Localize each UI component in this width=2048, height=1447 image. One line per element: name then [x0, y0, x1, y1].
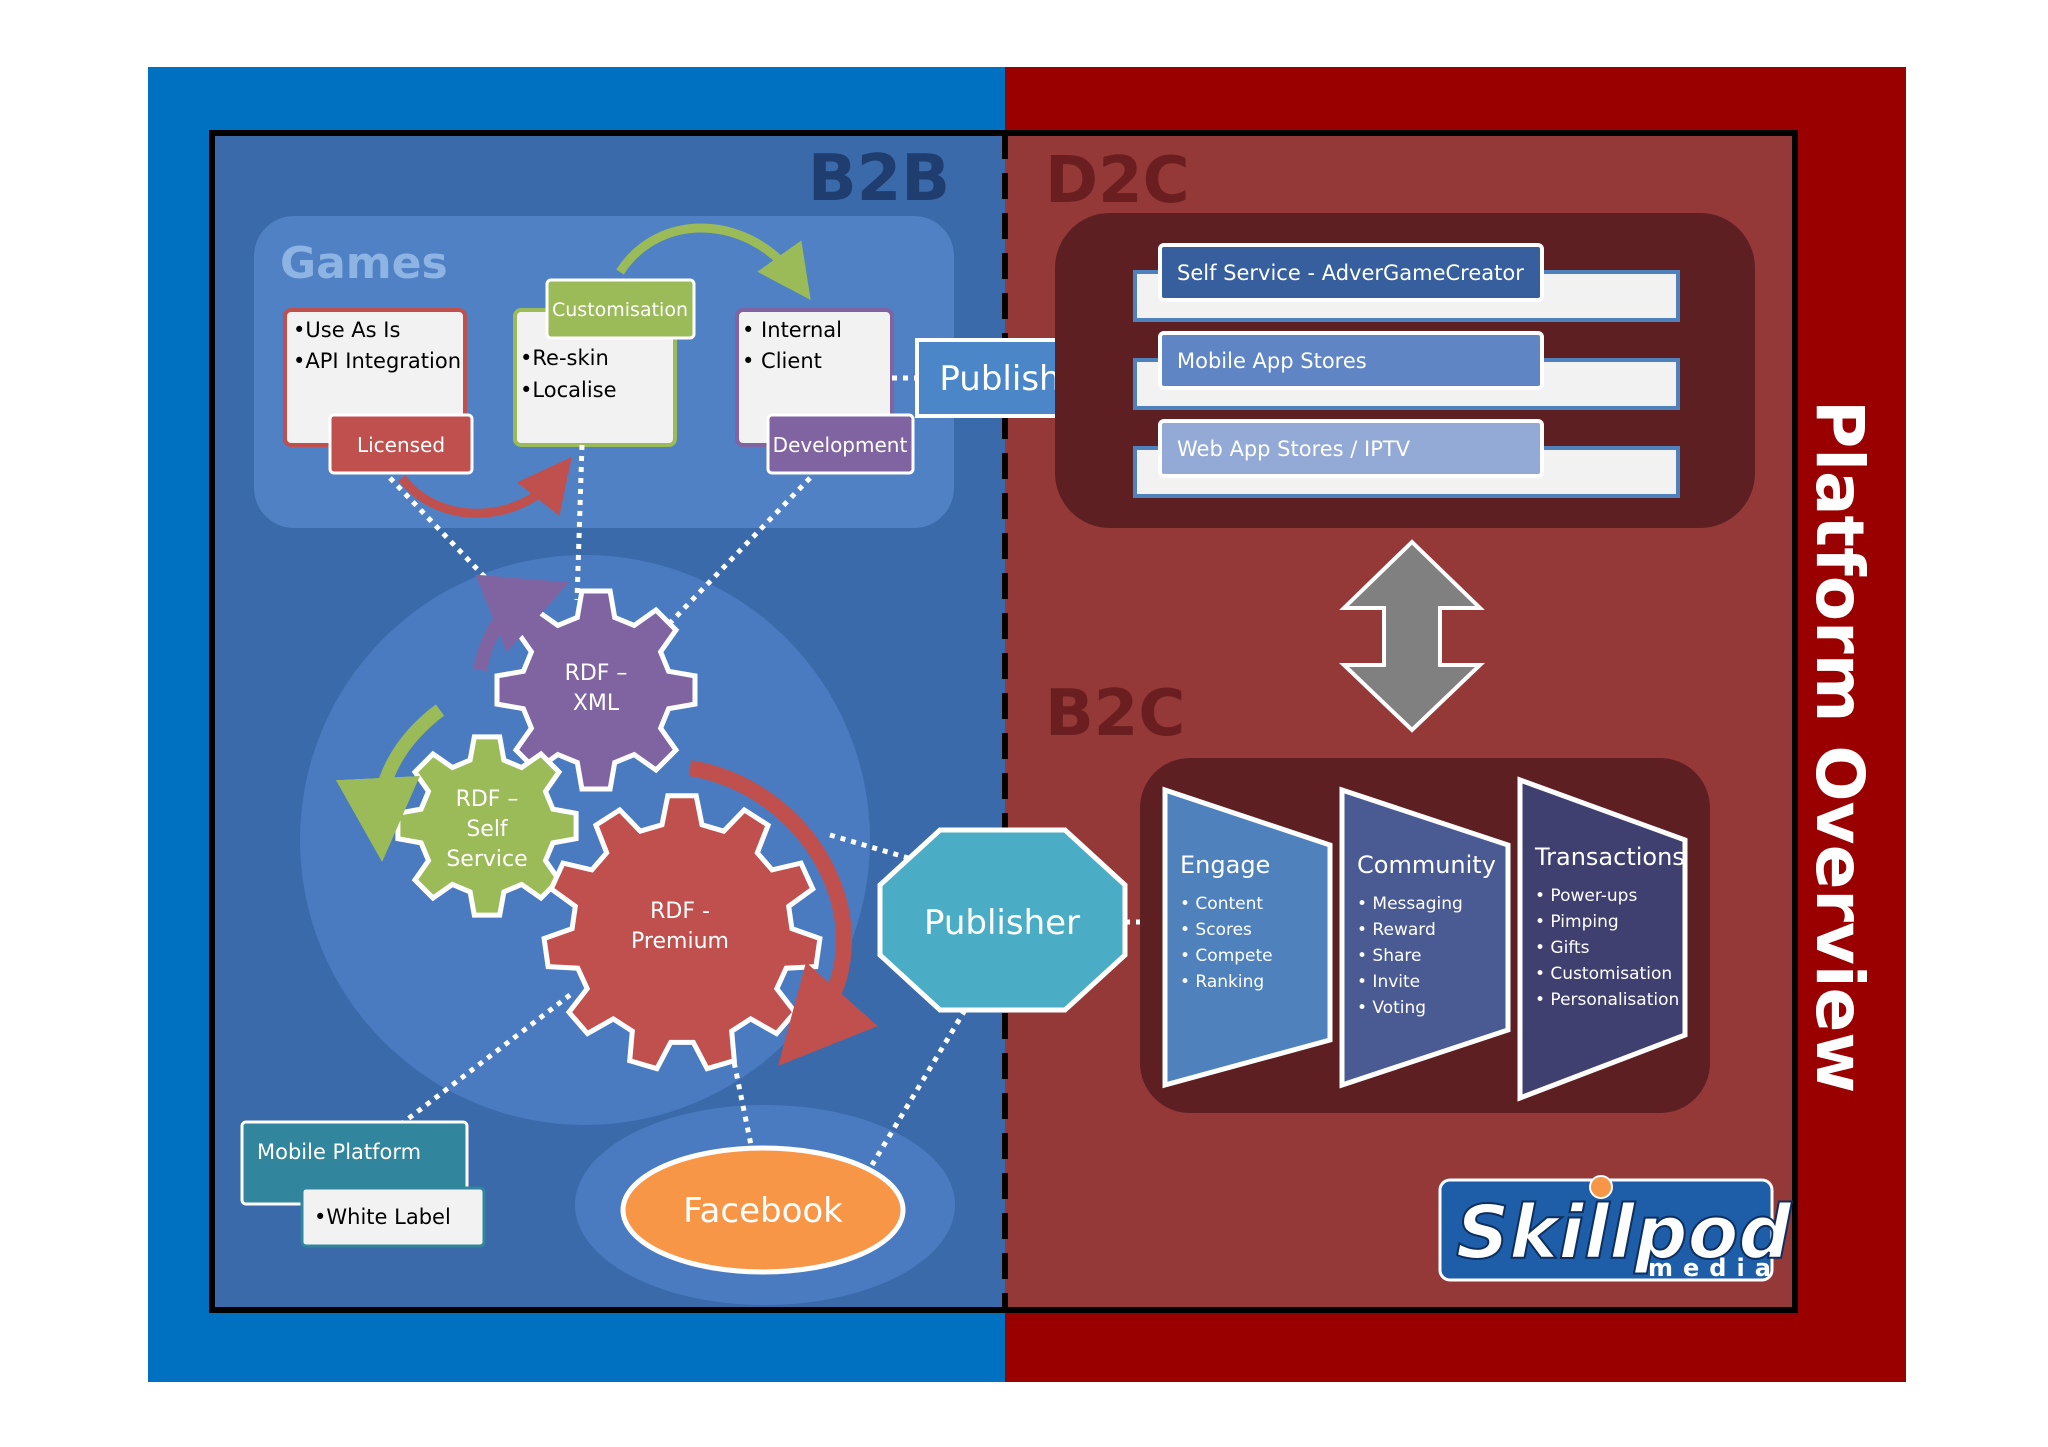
d2c-heading: D2C: [1045, 144, 1190, 218]
b2b-heading: B2B: [808, 142, 950, 216]
engage-item-1: • Content: [1180, 894, 1263, 914]
d2c-b2c-double-arrow: [1339, 539, 1485, 733]
channel-mobile-app-stores-label: Mobile App Stores: [1177, 349, 1367, 373]
facebook-label: Facebook: [683, 1191, 843, 1231]
red-curve-arrow: [398, 456, 572, 518]
development-item-1: • Internal: [742, 318, 842, 342]
community-item-1: • Messaging: [1357, 894, 1463, 914]
transactions-title: Transactions: [1534, 843, 1685, 871]
community-item-5: • Voting: [1357, 998, 1426, 1018]
green-gear-arrow: [335, 704, 445, 862]
engage-item-4: • Ranking: [1180, 972, 1264, 992]
customisation-item-2: •Localise: [520, 378, 617, 402]
rdf-premium-gear: RDF - Premium: [541, 793, 823, 1072]
transactions-funnel: [1517, 776, 1688, 1102]
rdf-self-label-3: Service: [446, 847, 527, 872]
engage-item-3: • Compete: [1180, 946, 1273, 966]
channel-web-app-stores-label: Web App Stores / IPTV: [1177, 437, 1411, 461]
purple-gear-arrow: [473, 574, 569, 672]
engage-item-2: • Scores: [1180, 920, 1252, 940]
rdf-premium-label-2: Premium: [631, 929, 729, 954]
transactions-item-2: • Pimping: [1535, 912, 1619, 932]
facebook-ellipse: [620, 1145, 906, 1275]
skillpod-logo-dot: [1589, 1175, 1613, 1199]
skillpod-logo-sub: media: [1648, 1254, 1781, 1282]
community-item-4: • Invite: [1357, 972, 1420, 992]
publish-label: Publish: [939, 359, 1060, 399]
engage-title: Engage: [1180, 851, 1270, 879]
community-funnel: [1339, 786, 1511, 1089]
b2c-feature-funnels: Engage • Content • Scores • Compete • Ra…: [1162, 776, 1688, 1102]
licensed-tag-label: Licensed: [357, 433, 445, 457]
transactions-item-5: • Personalisation: [1535, 990, 1679, 1010]
channel-mobile-app-stores: [1158, 331, 1544, 390]
rdf-self-label-1: RDF –: [456, 787, 519, 812]
rdf-xml-label-1: RDF –: [565, 661, 628, 686]
licensed-item-1: •Use As Is: [293, 318, 400, 342]
customisation-item-1: •Re-skin: [520, 346, 609, 370]
transactions-item-4: • Customisation: [1535, 964, 1672, 984]
development-item-2: • Client: [742, 349, 822, 373]
b2c-heading: B2C: [1045, 677, 1185, 751]
channel-web-app-stores: [1158, 419, 1544, 478]
engage-funnel: [1162, 786, 1333, 1089]
community-item-3: • Share: [1357, 946, 1422, 966]
skillpod-logo-main: Skillpod: [1456, 1190, 1792, 1276]
skillpod-logo: Skillpod media: [1438, 1175, 1793, 1282]
white-label-box: [300, 1186, 486, 1248]
rdf-self-label-2: Self: [466, 817, 509, 842]
transactions-item-3: • Gifts: [1535, 938, 1590, 958]
publisher-label: Publisher: [924, 903, 1080, 943]
publisher-octagon: [877, 827, 1128, 1013]
community-title: Community: [1357, 851, 1496, 879]
development-tag: [766, 413, 915, 475]
white-label-text: •White Label: [314, 1205, 451, 1229]
customisation-tag: [545, 278, 696, 340]
customisation-tag-label: Customisation: [552, 299, 688, 321]
channel-self-service-label: Self Service - AdverGameCreator: [1177, 261, 1524, 285]
mobile-platform-title: Mobile Platform: [257, 1140, 421, 1164]
development-tag-label: Development: [773, 433, 908, 457]
green-curve-arrow: [616, 223, 811, 300]
licensed-item-2: •API Integration: [293, 349, 461, 373]
d2c-channel-list: Self Service - AdverGameCreator Mobile A…: [1133, 243, 1680, 498]
community-item-2: • Reward: [1357, 920, 1436, 940]
rdf-premium-label-1: RDF -: [650, 899, 710, 924]
rdf-xml-label-2: XML: [573, 691, 620, 716]
red-gear-arrow: [688, 760, 878, 1066]
channel-self-service: [1158, 243, 1544, 302]
transactions-item-1: • Power-ups: [1535, 886, 1637, 906]
licensed-tag: [328, 413, 474, 475]
rdf-xml-gear: RDF – XML: [494, 588, 698, 792]
platform-overview-title: Platform Overview: [1801, 400, 1878, 1093]
games-title: Games: [280, 238, 448, 289]
